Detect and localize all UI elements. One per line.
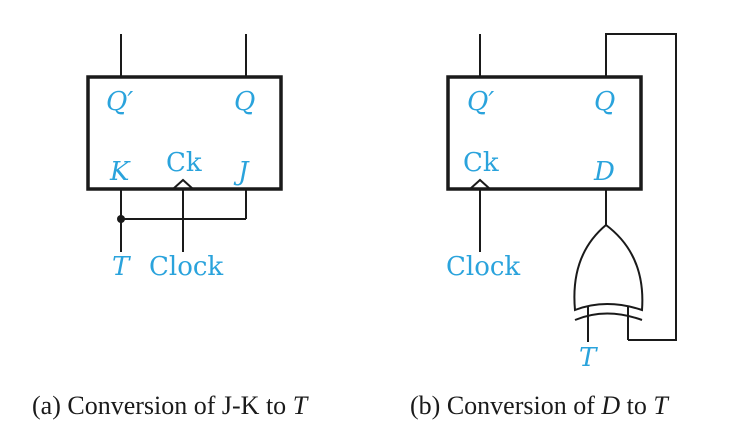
jk-flip-flop-box bbox=[86, 75, 283, 191]
q-pin-label-b: Q bbox=[594, 87, 615, 117]
junction-dot bbox=[117, 215, 125, 223]
ck-pin-label-b: Ck bbox=[463, 148, 499, 178]
xor-gate-extra-curve bbox=[574, 312, 643, 321]
caption-b-var-d: D bbox=[600, 391, 620, 420]
clock-input-label-a: Clock bbox=[149, 252, 223, 282]
caption-b-mid: to bbox=[620, 391, 653, 420]
caption-b-prefix: (b) Conversion of bbox=[410, 391, 601, 420]
qbar-pin-label-b: Q′ bbox=[467, 87, 494, 117]
ck-pin-label-a: Ck bbox=[166, 148, 202, 178]
clock-triangle-a bbox=[172, 178, 194, 190]
caption-b: (b) Conversion of D to T bbox=[410, 391, 669, 420]
t-input-label-a: T bbox=[112, 252, 131, 282]
q-feedback-wire bbox=[605, 33, 677, 341]
clock-triangle-b bbox=[469, 178, 491, 190]
caption-a-var: T bbox=[293, 391, 309, 420]
xor-gate-icon bbox=[573, 223, 644, 321]
jk-conversion-circuit: Q′ Q K Ck J T Clock (a) Conversion of J-… bbox=[32, 34, 309, 420]
d-conversion-circuit: Q′ Q Ck D Clock T (b) Conversion of D to… bbox=[410, 33, 677, 420]
q-pin-label-a: Q bbox=[234, 87, 255, 117]
clock-input-label-b: Clock bbox=[446, 252, 520, 282]
caption-a-prefix: (a) Conversion of J-K to bbox=[32, 391, 293, 420]
j-pin-label: J bbox=[233, 157, 250, 187]
xor-gate-body bbox=[573, 223, 644, 312]
t-input-label-b: T bbox=[579, 343, 598, 373]
caption-a: (a) Conversion of J-K to T bbox=[32, 391, 309, 420]
qbar-pin-label-a: Q′ bbox=[106, 87, 133, 117]
k-pin-label: K bbox=[109, 157, 131, 187]
d-flip-flop-box bbox=[446, 75, 643, 191]
d-pin-label: D bbox=[593, 157, 615, 187]
caption-b-var-t: T bbox=[653, 391, 669, 420]
